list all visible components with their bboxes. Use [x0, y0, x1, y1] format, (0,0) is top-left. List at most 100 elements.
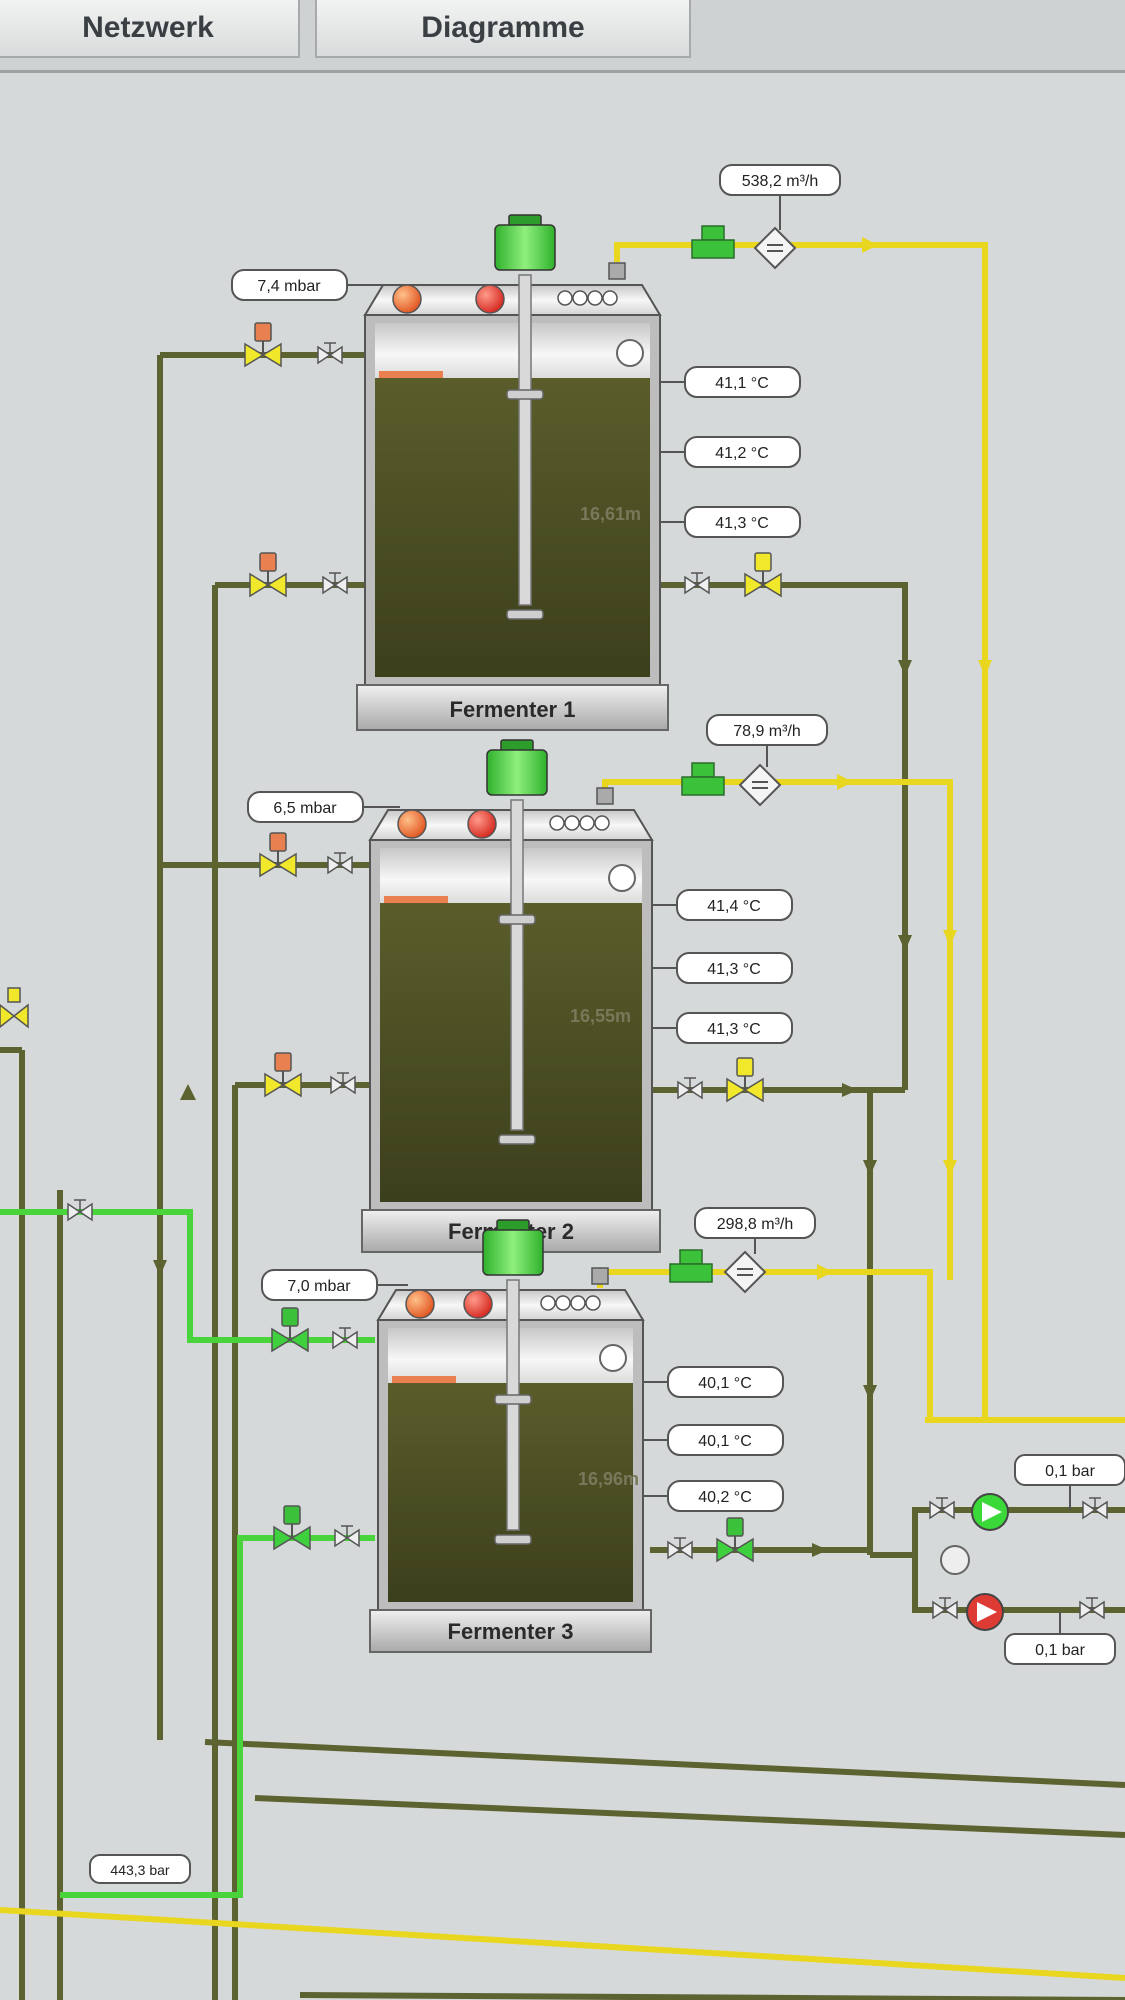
- gas-flow-display: 298,8 m³/h: [694, 1207, 816, 1254]
- gas-filter-icon[interactable]: [723, 1250, 767, 1294]
- gas-filter-icon[interactable]: [738, 763, 782, 807]
- nozzle-icon: [587, 290, 603, 306]
- manual-valve-icon[interactable]: [677, 1077, 703, 1100]
- fermenter-3[interactable]: Fermenter 3 7,0 mbar 16,96m 40,1 °C 40,1 °C 4…: [261, 1207, 816, 1653]
- manual-valve-icon[interactable]: [932, 1597, 958, 1620]
- manual-valve-icon[interactable]: [67, 1199, 93, 1222]
- agitator-blade: [506, 389, 544, 400]
- status-lamp-icon: [405, 1289, 435, 1319]
- manual-valve-icon[interactable]: [317, 342, 343, 365]
- manual-valve-icon[interactable]: [667, 1537, 693, 1560]
- nozzle-icon: [594, 815, 610, 831]
- gas-outlet: [596, 787, 614, 805]
- temperature-display: 40,1 °C: [643, 1366, 784, 1398]
- valve-icon[interactable]: [271, 1307, 309, 1353]
- gas-outlet: [591, 1267, 609, 1285]
- valve-icon[interactable]: [716, 1517, 754, 1563]
- agitator-motor-icon[interactable]: [494, 214, 556, 271]
- agitator-blade: [498, 914, 536, 925]
- valves: [67, 322, 1108, 1620]
- manual-valve-icon[interactable]: [322, 572, 348, 595]
- pressure-display: 7,4 mbar: [231, 269, 395, 301]
- temperature-display: 41,3 °C: [660, 506, 801, 538]
- tab-diagramme[interactable]: Diagramme: [315, 0, 691, 58]
- manual-valve-icon[interactable]: [684, 572, 710, 595]
- pump-1-icon[interactable]: [971, 1493, 1009, 1531]
- nozzle-icon: [549, 815, 565, 831]
- gas-flow-value: 538,2 m³/h: [742, 173, 818, 190]
- temperature-display: 41,2 °C: [660, 436, 801, 468]
- level-value: 16,55m: [570, 1006, 631, 1026]
- nozzle-icon: [579, 815, 595, 831]
- level-value: 16,96m: [578, 1469, 639, 1489]
- agitator-motor-icon[interactable]: [482, 1219, 544, 1276]
- fermenter-name: Fermenter 1: [450, 697, 576, 722]
- valve-icon[interactable]: [726, 1057, 764, 1103]
- green-pipes: [0, 1209, 375, 1898]
- flow-arrows: [153, 660, 912, 1557]
- pressure-display: 6,5 mbar: [247, 791, 400, 823]
- temperature-display: 40,1 °C: [643, 1424, 784, 1456]
- agitator-blade: [494, 1534, 532, 1545]
- pump-2-icon[interactable]: [966, 1593, 1004, 1631]
- agitator-blade: [498, 1134, 536, 1145]
- temperature-display: 41,3 °C: [652, 1012, 793, 1044]
- gas-flow-meter-icon[interactable]: [681, 762, 725, 796]
- temperature-value: 40,1 °C: [698, 1433, 752, 1450]
- pressure-bottom-display: 0,1 bar: [1004, 1612, 1116, 1665]
- tab-netzwerk[interactable]: Netzwerk: [0, 0, 300, 58]
- gas-flow-meter-icon[interactable]: [669, 1249, 713, 1283]
- gas-flow-meter-icon[interactable]: [691, 225, 735, 259]
- manual-valve-icon[interactable]: [1082, 1497, 1108, 1520]
- gas-flow-value: 78,9 m³/h: [733, 723, 801, 740]
- temperature-value: 41,2 °C: [715, 445, 769, 462]
- temperature-value: 41,3 °C: [715, 515, 769, 532]
- manual-valve-icon[interactable]: [327, 852, 353, 875]
- nozzle-icon: [585, 1295, 601, 1311]
- agitator-shaft: [518, 274, 532, 606]
- temperature-display: 41,4 °C: [652, 889, 793, 921]
- temperature-display: 41,3 °C: [652, 952, 793, 984]
- agitator-motor-icon[interactable]: [486, 739, 548, 796]
- valve-icon[interactable]: [264, 1052, 302, 1098]
- gas-flow-display: 78,9 m³/h: [706, 714, 828, 767]
- left-edge-valve-icon[interactable]: [0, 987, 29, 1029]
- temperature-value: 41,3 °C: [707, 961, 761, 978]
- valve-icon[interactable]: [244, 322, 282, 368]
- temperature-display: 41,1 °C: [660, 366, 801, 398]
- manual-valve-icon[interactable]: [1079, 1597, 1105, 1620]
- manual-valve-icon[interactable]: [334, 1525, 360, 1548]
- temperature-value: 41,1 °C: [715, 375, 769, 392]
- status-lamp-icon: [392, 284, 422, 314]
- line-pressure-value: 443,3 bar: [110, 1862, 169, 1878]
- nozzle-icon: [557, 290, 573, 306]
- manual-valve-icon[interactable]: [330, 1072, 356, 1095]
- level-marker: [379, 371, 443, 378]
- valve-icon[interactable]: [273, 1505, 311, 1551]
- valve-icon[interactable]: [249, 552, 287, 598]
- manual-valve-icon[interactable]: [929, 1497, 955, 1520]
- sight-glass-icon: [616, 339, 644, 367]
- temperature-value: 40,2 °C: [698, 1489, 752, 1506]
- sight-glass-icon: [599, 1344, 627, 1372]
- fermenter-name: Fermenter 3: [448, 1619, 574, 1644]
- pump-station: 0,1 bar 0,1 bar: [940, 1454, 1125, 1665]
- pressure-bottom-value: 0,1 bar: [1035, 1642, 1085, 1659]
- nozzle-icon: [602, 290, 618, 306]
- tab-netzwerk-label: Netzwerk: [82, 11, 214, 44]
- valve-icon[interactable]: [744, 552, 782, 598]
- fermenter-liquid: [375, 378, 650, 677]
- temperature-value: 41,3 °C: [707, 1021, 761, 1038]
- level-marker: [384, 896, 448, 903]
- manual-valve-icon[interactable]: [332, 1327, 358, 1350]
- gas-filter-icon[interactable]: [753, 226, 797, 270]
- status-lamp-icon: [463, 1289, 493, 1319]
- level-marker: [392, 1376, 456, 1383]
- valve-icon[interactable]: [259, 832, 297, 878]
- pressure-display: 7,0 mbar: [261, 1269, 408, 1301]
- nozzle-icon: [564, 815, 580, 831]
